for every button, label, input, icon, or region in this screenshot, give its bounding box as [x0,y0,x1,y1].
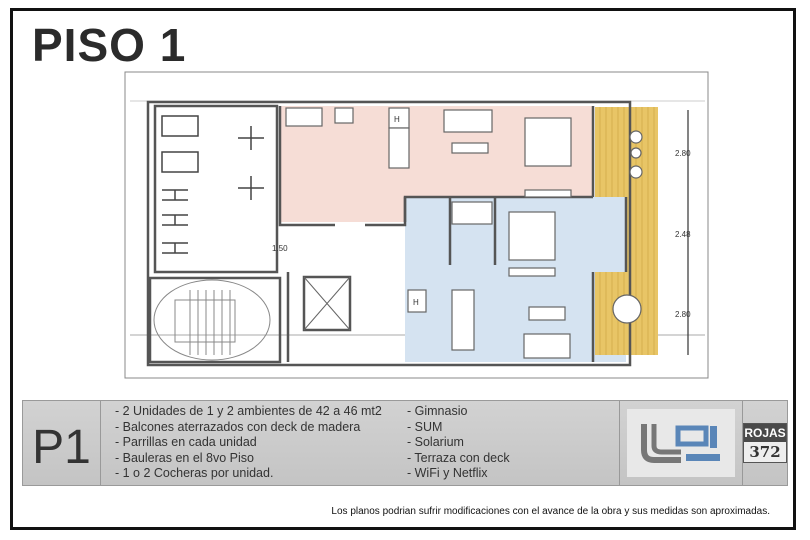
deck-upper [595,107,658,197]
amenity-item: - SUM [407,419,443,434]
feature-item: - 2 Unidades de 1 y 2 ambientes de 42 a … [115,404,382,418]
corridor-dimension: 1.50 [272,244,288,253]
amenity-item: - Gimnasio [407,404,468,418]
kitchen-mark: H [394,115,400,124]
floor-code: P1 [23,401,101,485]
gym-equipment [161,115,264,254]
disclaimer: Los planos podrian sufrir modificaciones… [331,506,770,517]
brand-logo [619,401,743,485]
amenity-item: - WiFi y Netflix [407,466,488,480]
features-list: - 2 Unidades de 1 y 2 ambientes de 42 a … [101,401,407,485]
dimension-label: 2.48 [675,230,691,239]
furniture [285,107,643,359]
rojas-badge: ROJAS 372 [743,401,787,485]
unit-a-area [280,106,593,222]
feature-item: - 1 o 2 Cocheras por unidad. [115,466,274,480]
feature-item: - Parrillas en cada unidad [115,435,257,449]
amenity-item: - Solarium [407,435,464,449]
walls [146,100,632,367]
page-title: PISO 1 [32,19,187,71]
dimension-label: 2.80 [675,149,691,158]
badge-number: 372 [744,442,786,462]
badge-top: ROJAS [744,424,786,442]
staircase [153,279,271,361]
feature-item: - Bauleras en el 8vo Piso [115,450,254,465]
amenity-item: - Terraza con deck [407,450,510,465]
logo-icon [641,424,720,463]
elevator-icon [303,276,351,331]
page-frame [10,8,796,530]
info-panel: P1 - 2 Unidades de 1 y 2 ambientes de 42… [22,400,788,486]
kitchen-mark: H [413,298,419,307]
feature-item: - Balcones aterrazados con deck de mader… [115,419,361,434]
amenities-list: - Gimnasio - SUM - Solarium - Terraza co… [407,401,583,485]
dimension-label: 2.80 [675,310,691,319]
